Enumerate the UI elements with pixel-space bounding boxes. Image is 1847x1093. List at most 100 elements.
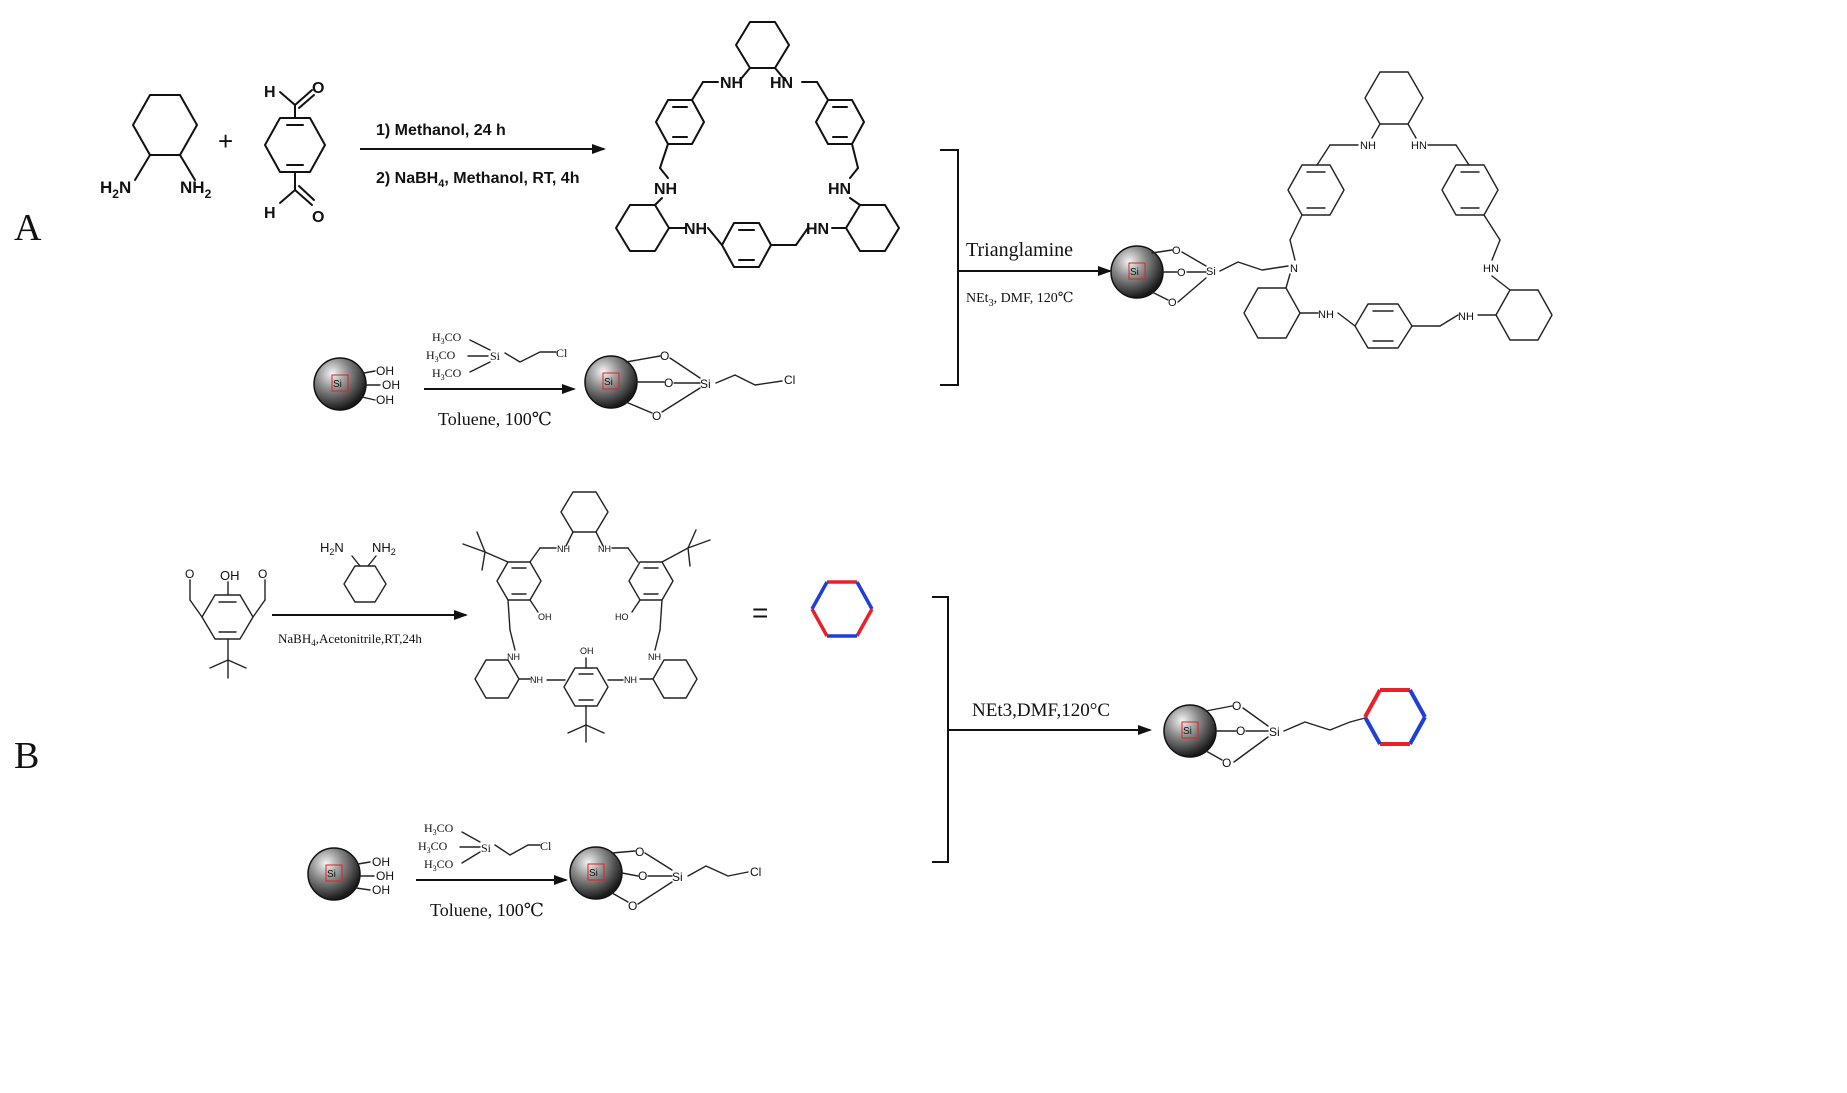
- coupling-condition-b: NEt3,DMF,120°C: [972, 700, 1110, 721]
- svg-text:O: O: [635, 845, 644, 859]
- silane-reagent-a: H3CO H3CO H3CO Si Cl: [426, 330, 568, 382]
- svg-text:H2N: H2N: [100, 178, 131, 201]
- trianglamine-silica-product: Si O O O Si N NH HN: [1110, 71, 1553, 349]
- svg-text:H3CO: H3CO: [432, 366, 462, 382]
- svg-text:NH: NH: [598, 544, 611, 554]
- svg-text:O: O: [1232, 699, 1241, 713]
- svg-text:OH: OH: [372, 855, 390, 869]
- condition-a1-line2: 2) NaBH4, Methanol, RT, 4h: [376, 170, 579, 190]
- svg-text:O: O: [638, 869, 647, 883]
- svg-text:NH: NH: [648, 652, 661, 662]
- svg-text:O: O: [1172, 245, 1181, 257]
- svg-text:O: O: [628, 899, 637, 913]
- svg-text:H: H: [264, 84, 276, 101]
- dialdehyde-phenol-structure: OH O O: [185, 567, 267, 679]
- bracket-b: [932, 596, 949, 863]
- svg-text:O: O: [652, 409, 661, 423]
- condition-a1-line1: 1) Methanol, 24 h: [376, 122, 506, 139]
- coupling-label-a: Trianglamine: [966, 239, 1073, 261]
- svg-text:NH: NH: [1458, 311, 1474, 323]
- svg-text:NH: NH: [684, 221, 707, 238]
- svg-text:NH: NH: [720, 75, 743, 92]
- svg-text:O: O: [1177, 267, 1186, 279]
- svg-text:H3CO: H3CO: [426, 348, 456, 364]
- svg-text:Cl: Cl: [540, 839, 552, 853]
- chloroethyl-silica-a: Si O O O Si Cl: [584, 349, 795, 423]
- svg-text:NH2: NH2: [180, 178, 212, 201]
- svg-text:HN: HN: [1483, 263, 1499, 275]
- trianglamine-structure: NH HN NH HN NH: [615, 21, 900, 268]
- condition-b1: NaBH4,Acetonitrile,RT,24h: [278, 631, 422, 648]
- svg-text:Si: Si: [672, 870, 683, 884]
- svg-text:Si: Si: [1269, 725, 1280, 739]
- svg-text:OH: OH: [376, 869, 394, 883]
- diamine-reagent-b: H2N NH2: [320, 540, 396, 603]
- svg-text:NH2: NH2: [372, 540, 396, 557]
- svg-text:HN: HN: [828, 181, 851, 198]
- svg-text:OH: OH: [382, 378, 400, 392]
- svg-text:Si: Si: [490, 349, 501, 363]
- silane-reagent-b: H3CO H3CO H3CO Si Cl: [418, 821, 552, 873]
- terephthalaldehyde-structure: H O H O: [264, 80, 326, 226]
- svg-text:NH: NH: [654, 181, 677, 198]
- condition-b2: Toluene, 100℃: [430, 900, 544, 920]
- silica-sphere-b1: Si OH OH OH: [307, 847, 394, 901]
- macrocycle-silica-product: Si O O O Si: [1163, 688, 1427, 770]
- plus-sign: +: [218, 126, 233, 156]
- svg-text:NH: NH: [1318, 309, 1334, 321]
- svg-text:HN: HN: [806, 221, 829, 238]
- svg-text:O: O: [1168, 297, 1177, 309]
- panel-b: B OH O O H2N NH2: [14, 491, 1427, 920]
- svg-text:H3CO: H3CO: [418, 839, 448, 855]
- svg-text:O: O: [312, 209, 324, 226]
- svg-text:H: H: [264, 205, 276, 222]
- panel-a-letter: A: [14, 207, 42, 249]
- svg-text:Cl: Cl: [556, 346, 568, 360]
- diamine-structure: H2N NH2: [100, 94, 212, 201]
- panel-b-letter: B: [14, 735, 39, 777]
- svg-text:OH: OH: [376, 393, 394, 407]
- svg-text:OH: OH: [538, 612, 552, 622]
- svg-text:HN: HN: [770, 75, 793, 92]
- svg-text:HN: HN: [1411, 140, 1427, 152]
- condition-a2: Toluene, 100℃: [438, 409, 552, 429]
- svg-text:O: O: [185, 567, 194, 581]
- svg-text:Si: Si: [700, 377, 711, 391]
- svg-text:Si: Si: [1183, 726, 1192, 737]
- svg-text:H3CO: H3CO: [424, 821, 454, 837]
- svg-text:H2N: H2N: [320, 540, 344, 557]
- svg-text:O: O: [312, 80, 324, 97]
- svg-text:NH: NH: [624, 675, 637, 685]
- svg-text:H3CO: H3CO: [432, 330, 462, 346]
- svg-text:NH: NH: [530, 675, 543, 685]
- svg-text:NH: NH: [557, 544, 570, 554]
- svg-text:OH: OH: [220, 568, 240, 583]
- svg-text:Si: Si: [604, 377, 613, 388]
- svg-text:Si: Si: [481, 841, 492, 855]
- svg-text:O: O: [1236, 724, 1245, 738]
- panel-a: A H2N NH2 + H: [14, 21, 1553, 429]
- silica-sphere-a1: Si OH OH OH: [313, 357, 400, 411]
- svg-text:O: O: [1222, 756, 1231, 770]
- svg-text:O: O: [664, 376, 673, 390]
- svg-text:OH: OH: [580, 646, 594, 656]
- svg-text:HO: HO: [615, 612, 629, 622]
- bracket-a: [940, 149, 959, 386]
- svg-text:Cl: Cl: [750, 865, 761, 879]
- svg-text:OH: OH: [376, 364, 394, 378]
- svg-text:OH: OH: [372, 883, 390, 897]
- phenol-macrocycle-structure: NH NH OH HO NH: [462, 491, 711, 743]
- svg-text:H3CO: H3CO: [424, 857, 454, 873]
- svg-text:NH: NH: [507, 652, 520, 662]
- svg-text:Si: Si: [327, 869, 336, 880]
- svg-text:N: N: [1290, 263, 1298, 275]
- svg-text:Si: Si: [1130, 267, 1139, 278]
- svg-text:O: O: [660, 349, 669, 363]
- macrocycle-hexagon-symbol: [810, 580, 874, 638]
- svg-text:Si: Si: [589, 868, 598, 879]
- chloroethyl-silica-b: Si O O O Si Cl: [569, 845, 761, 913]
- svg-text:Si: Si: [1206, 266, 1216, 278]
- svg-text:Si: Si: [333, 379, 342, 390]
- coupling-condition-a: NEt3, DMF, 120℃: [966, 291, 1073, 309]
